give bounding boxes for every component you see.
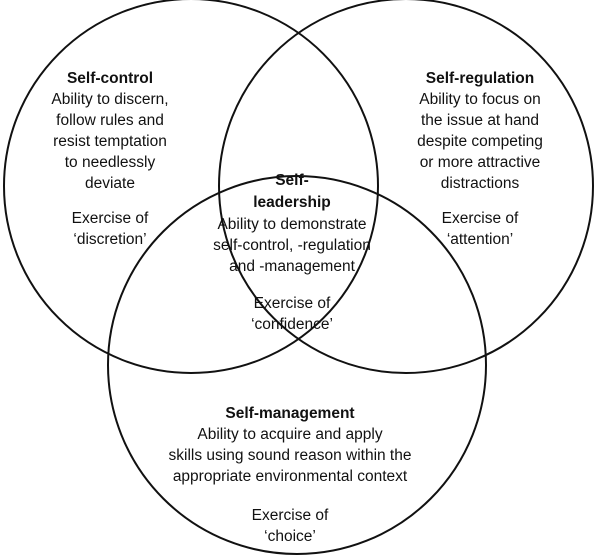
self-control-desc-line: deviate — [85, 175, 135, 192]
self-management-desc-line: appropriate environmental context — [172, 468, 408, 485]
self-management-desc-line: Ability to acquire and apply — [197, 426, 383, 443]
self-regulation-desc-line: or more attractive — [419, 154, 541, 171]
self-control-exercise-label: Exercise of — [71, 210, 149, 227]
self-leadership-desc-line: self-control, -regulation — [213, 237, 371, 254]
self-leadership-title-line: leadership — [253, 194, 331, 211]
self-management-exercise-label: Exercise of — [251, 507, 329, 524]
self-regulation-block: Self-regulation Ability to focus on the … — [380, 68, 580, 250]
self-regulation-desc-line: distractions — [440, 175, 520, 192]
self-management-block: Self-management Ability to acquire and a… — [120, 403, 460, 547]
circle-self-control — [3, 0, 379, 374]
self-regulation-exercise-label: Exercise of — [441, 210, 519, 227]
self-leadership-exercise-label: Exercise of — [253, 295, 331, 312]
self-regulation-desc-line: despite competing — [417, 133, 543, 150]
self-control-desc-line: follow rules and — [56, 112, 164, 129]
self-control-desc-line: Ability to discern, — [51, 91, 169, 108]
circle-self-management — [107, 175, 487, 555]
self-control-exercise-value: ‘discretion’ — [73, 231, 147, 248]
self-regulation-desc-line: Ability to focus on — [419, 91, 541, 108]
self-management-exercise-value: ‘choice’ — [264, 528, 316, 545]
self-leadership-exercise-value: ‘confidence’ — [251, 316, 333, 333]
self-leadership-title-line: Self- — [275, 172, 309, 189]
self-management-desc-line: skills using sound reason within the — [168, 447, 412, 464]
circle-self-regulation — [218, 0, 594, 374]
self-regulation-title: Self-regulation — [425, 70, 535, 87]
self-leadership-block: Self- leadership Ability to demonstrate … — [192, 170, 392, 335]
self-control-desc-line: to needlessly — [64, 154, 156, 171]
self-control-title: Self-control — [66, 70, 154, 87]
self-leadership-desc-line: Ability to demonstrate — [217, 216, 367, 233]
self-regulation-desc-line: the issue at hand — [420, 112, 540, 129]
self-management-title: Self-management — [225, 405, 355, 422]
self-leadership-desc-line: and -management — [229, 258, 355, 275]
self-regulation-exercise-value: ‘attention’ — [446, 231, 514, 248]
self-control-block: Self-control Ability to discern, follow … — [10, 68, 210, 250]
self-control-desc-line: resist temptation — [53, 133, 167, 150]
